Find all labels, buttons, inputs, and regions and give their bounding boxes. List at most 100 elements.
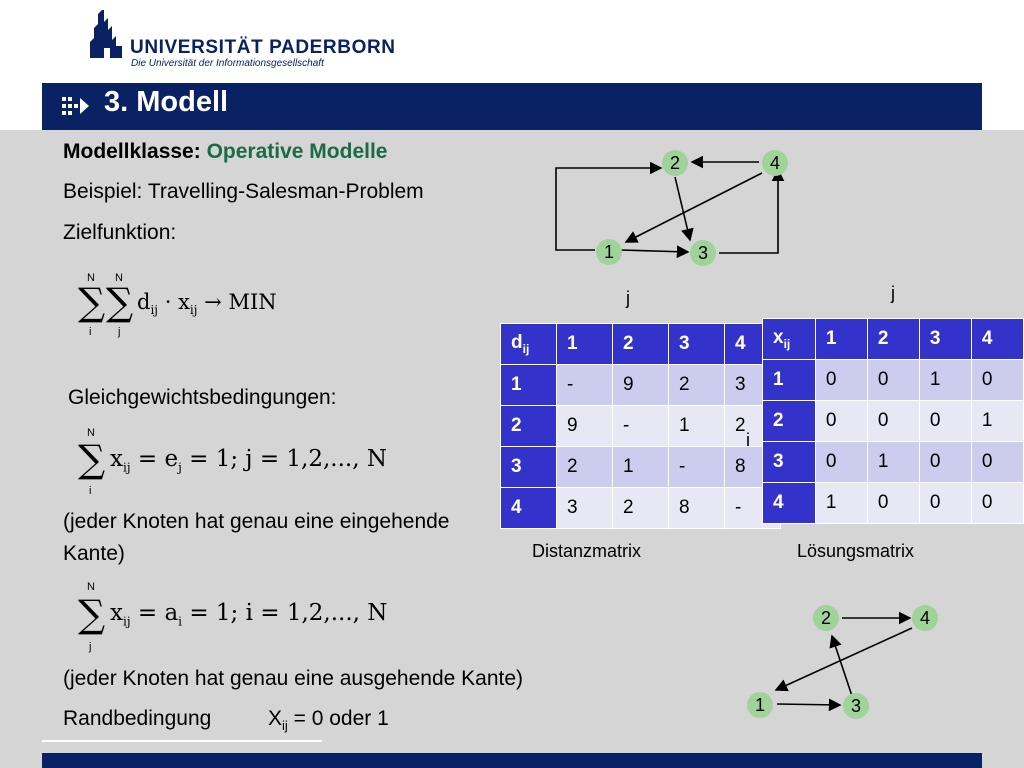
table-cell: 0 <box>866 400 920 442</box>
beispiel-text: Beispiel: Travelling-Salesman-Problem <box>63 180 424 203</box>
sum1-lower: i <box>89 326 92 338</box>
objective-expression: dij · xij → MIN <box>137 290 277 318</box>
table-row: 3 0 1 0 0 <box>762 441 1024 483</box>
randbedingung-expression: Xij = 0 oder 1 <box>268 707 389 734</box>
table-row: 2 0 0 0 1 <box>762 400 1024 442</box>
incoming-expression: xij = ej = 1; j = 1,2,..., N <box>110 446 387 475</box>
outgoing-lower: j <box>89 641 92 653</box>
matrix-corner: xij <box>762 318 816 360</box>
outgoing-sum-sign: ∑ <box>78 592 106 636</box>
row-header: 2 <box>500 405 557 447</box>
table-cell: 2 <box>668 364 725 406</box>
title-bar <box>42 83 982 130</box>
footer-bar <box>42 753 982 768</box>
table-cell: 1 <box>970 400 1024 442</box>
table-row: 4 1 0 0 0 <box>762 482 1024 524</box>
sum2-sign: ∑ <box>106 280 134 324</box>
table-cell: 3 <box>556 487 613 529</box>
graph-bottom-node-2: 2 <box>813 605 839 631</box>
column-header: 4 <box>970 318 1024 360</box>
table-cell: 1 <box>814 482 868 524</box>
outgoing-expression: xij = ai = 1; i = 1,2,..., N <box>110 600 388 629</box>
arrow-right-icon <box>62 97 89 115</box>
table-cell: 0 <box>866 359 920 401</box>
row-header: 3 <box>500 446 557 488</box>
column-header: 3 <box>918 318 972 360</box>
column-header: 3 <box>668 323 725 365</box>
graph-bottom-node-4: 4 <box>912 605 938 631</box>
modellklasse-line: Modellklasse: Operative Modelle <box>63 140 387 164</box>
table-cell: - <box>668 446 725 488</box>
loesungsmatrix-row-axis: i <box>746 430 750 450</box>
table-cell: 0 <box>814 400 868 442</box>
column-header: 1 <box>814 318 868 360</box>
table-cell: 0 <box>814 441 868 483</box>
distanzmatrix-table: dij 1 2 3 4 1 - 9 2 3 2 9 - 1 2 3 2 1 - … <box>500 323 781 529</box>
graph-bottom-node-3: 3 <box>843 693 869 719</box>
table-row: 4 3 2 8 - <box>500 487 781 529</box>
incoming-sum-sign: ∑ <box>78 437 106 481</box>
table-cell: 0 <box>918 441 972 483</box>
footer-divider <box>42 740 322 742</box>
sum2-lower: j <box>118 326 121 338</box>
table-row: xij 1 2 3 4 <box>762 318 1024 360</box>
eingehend-text-2: Kante) <box>63 542 125 565</box>
university-name: UNIVERSITÄT PADERBORN <box>130 37 396 58</box>
zielfunktion-label: Zielfunktion: <box>63 221 177 244</box>
row-header: 1 <box>762 359 816 401</box>
gleichgewicht-label: Gleichgewichtsbedingungen: <box>68 386 337 409</box>
table-cell: 0 <box>970 441 1024 483</box>
sum1-sign: ∑ <box>78 280 106 324</box>
row-header: 1 <box>500 364 557 406</box>
row-header: 2 <box>762 400 816 442</box>
table-cell: 0 <box>918 482 972 524</box>
university-logo-icon <box>90 10 122 58</box>
randbedingung-label: Randbedingung <box>63 707 212 730</box>
table-row: 3 2 1 - 8 <box>500 446 781 488</box>
table-row: 2 9 - 1 2 <box>500 405 781 447</box>
table-cell: 0 <box>970 359 1024 401</box>
column-header: 2 <box>612 323 669 365</box>
incoming-upper: N <box>87 427 95 439</box>
table-cell: 0 <box>970 482 1024 524</box>
row-header: 4 <box>500 487 557 529</box>
distanzmatrix-col-axis: j <box>626 288 630 308</box>
graph-top-edges <box>555 155 785 259</box>
modellklasse-label: Modellklasse: <box>63 140 201 163</box>
table-cell: 9 <box>556 405 613 447</box>
slide-title: 3. Modell <box>104 86 229 118</box>
table-row: 1 0 0 1 0 <box>762 359 1024 401</box>
table-cell: 1 <box>866 441 920 483</box>
column-header: 2 <box>866 318 920 360</box>
table-cell: 2 <box>556 446 613 488</box>
table-cell: 2 <box>612 487 669 529</box>
university-subtitle: Die Universität der Informationsgesellsc… <box>131 58 324 69</box>
graph-top-node-4: 4 <box>762 150 788 176</box>
table-cell: - <box>556 364 613 406</box>
table-cell: 9 <box>612 364 669 406</box>
eingehend-text-1: (jeder Knoten hat genau eine eingehende <box>63 510 450 533</box>
table-cell: 1 <box>612 446 669 488</box>
outgoing-upper: N <box>87 581 95 593</box>
column-header: 1 <box>556 323 613 365</box>
graph-bottom-node-1: 1 <box>747 692 773 718</box>
ausgehend-text: (jeder Knoten hat genau eine ausgehende … <box>63 667 524 690</box>
table-row: dij 1 2 3 4 <box>500 323 781 365</box>
loesungsmatrix-table: xij 1 2 3 4 1 0 0 1 0 2 0 0 0 1 3 0 1 0 … <box>762 318 1024 524</box>
sum2-upper: N <box>115 272 123 284</box>
sum1-upper: N <box>87 272 95 284</box>
table-cell: 0 <box>814 359 868 401</box>
graph-bottom-edges <box>774 611 913 712</box>
table-cell: 0 <box>918 400 972 442</box>
incoming-lower: i <box>89 485 92 497</box>
row-header: 4 <box>762 482 816 524</box>
row-header: 3 <box>762 441 816 483</box>
modellklasse-value: Operative Modelle <box>206 140 388 163</box>
graph-top-node-3: 3 <box>690 240 716 266</box>
loesungsmatrix-col-axis: j <box>891 283 895 303</box>
table-cell: 8 <box>668 487 725 529</box>
distanzmatrix-caption: Distanzmatrix <box>532 541 642 561</box>
graph-top-node-2: 2 <box>662 150 688 176</box>
graph-top-node-1: 1 <box>596 239 622 265</box>
table-cell: 0 <box>866 482 920 524</box>
